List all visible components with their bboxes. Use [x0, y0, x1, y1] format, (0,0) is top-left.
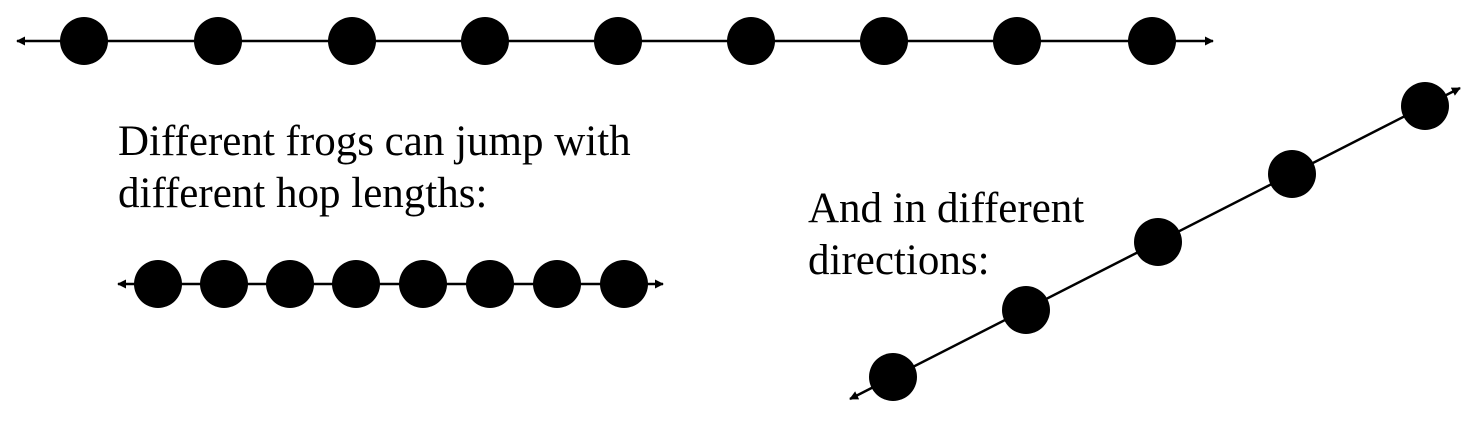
diagonal-direction-number-line — [849, 82, 1461, 401]
long-hop-landing-dot — [328, 17, 376, 65]
long-hop-landing-dot — [194, 17, 242, 65]
diagonal-landing-dot — [1002, 286, 1050, 334]
short-hop-landing-dot — [399, 260, 447, 308]
long-hop-landing-dot — [860, 17, 908, 65]
directions-caption-line-2: directions: — [808, 237, 990, 284]
short-hop-landing-dot — [600, 260, 648, 308]
long-hop-landing-dot — [727, 17, 775, 65]
short-hop-landing-dot — [266, 260, 314, 308]
hop-lengths-caption: Different frogs can jump with different … — [118, 116, 631, 220]
long-hop-landing-dot — [60, 17, 108, 65]
short-hop-landing-dot — [533, 260, 581, 308]
long-hop-landing-dot — [993, 17, 1041, 65]
diagonal-landing-dot — [1134, 218, 1182, 266]
short-hop-landing-dot — [200, 260, 248, 308]
directions-caption-line-1: And in different — [808, 185, 1085, 232]
diagonal-landing-dot — [1268, 150, 1316, 198]
short-hop-landing-dot — [134, 260, 182, 308]
hop-lengths-caption-line-2: different hop lengths: — [118, 170, 488, 217]
short-hop-landing-dot — [466, 260, 514, 308]
diagonal-landing-dot — [1401, 82, 1449, 130]
long-hop-number-line — [16, 17, 1214, 65]
directions-caption: And in different directions: — [808, 183, 1084, 287]
long-hop-landing-dot — [461, 17, 509, 65]
short-hop-landing-dot — [332, 260, 380, 308]
long-hop-landing-dot — [1128, 17, 1176, 65]
diagonal-landing-dot — [869, 353, 917, 401]
short-hop-number-line — [117, 260, 664, 308]
hop-lengths-caption-line-1: Different frogs can jump with — [118, 118, 631, 165]
long-hop-landing-dot — [594, 17, 642, 65]
